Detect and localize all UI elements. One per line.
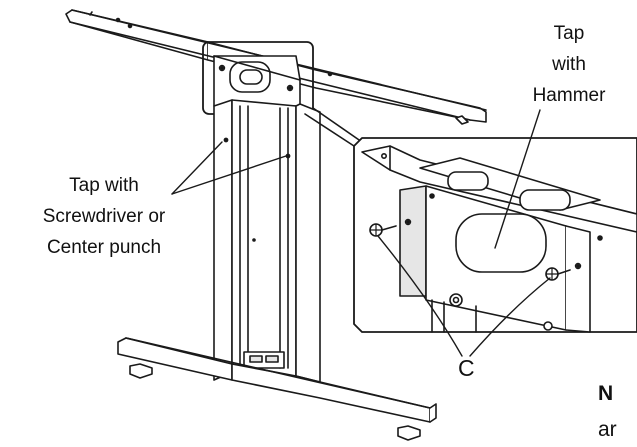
label-tap-screwdriver-1: Tap with [69, 175, 139, 196]
vertical-column [213, 99, 321, 383]
zoom-connector-2 [304, 113, 355, 147]
leader-c-1 [377, 235, 463, 357]
note-fragment-1: N [598, 382, 614, 405]
enlarged-detail [353, 137, 637, 333]
leader-hammer [494, 109, 541, 249]
label-tap-screwdriver-3: Center punch [46, 237, 162, 258]
note-fragment-2: ar [598, 418, 617, 441]
label-tap-screwdriver-2: Screwdriver or [42, 206, 166, 227]
label-tap-hammer-3: Hammer [532, 85, 606, 106]
leader-c-2 [469, 277, 551, 357]
callout-c: C [458, 355, 475, 381]
label-tap-hammer-1: Tap [553, 23, 585, 44]
base-foot [117, 337, 437, 441]
leader-screwdriver-2 [171, 155, 287, 195]
top-bracket [213, 55, 301, 107]
label-tap-hammer-2: with [552, 54, 586, 75]
zoom-connector-1 [312, 107, 363, 143]
leader-screwdriver-1 [171, 141, 223, 195]
